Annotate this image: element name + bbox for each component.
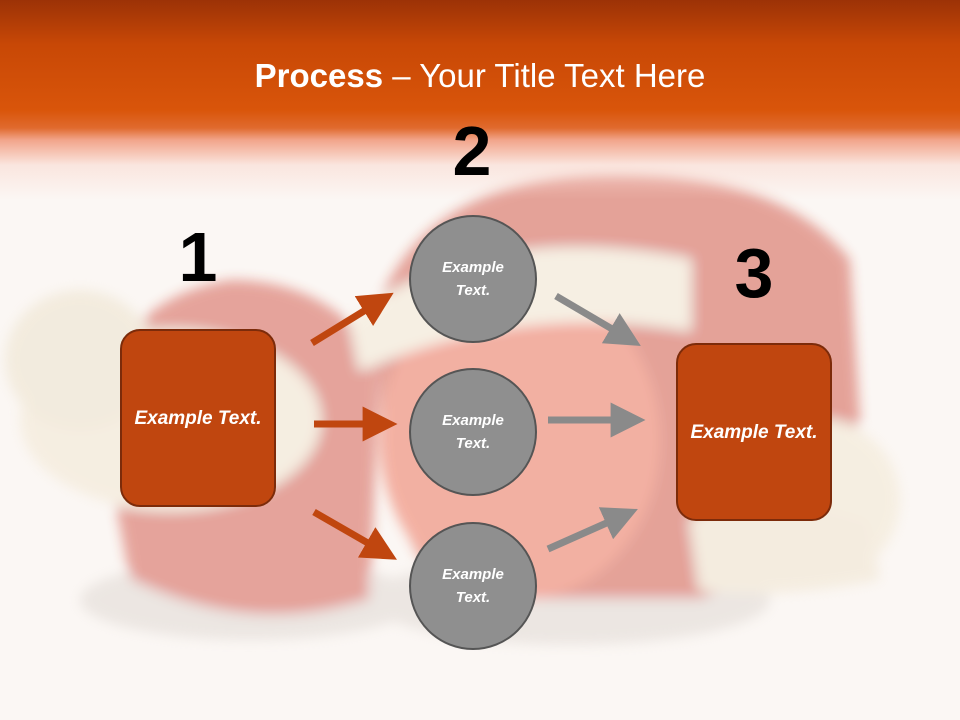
arrow-right-icon	[310, 292, 394, 346]
circle-top-label: Example Text.	[442, 259, 504, 299]
arrow-right-icon	[546, 507, 638, 553]
circle-bottom-label: Example Text.	[442, 566, 504, 606]
arrow-right-icon	[312, 508, 397, 560]
step-3-box: Example Text.	[676, 343, 832, 521]
arrow-right-icon	[554, 292, 641, 346]
step-1-box: Example Text.	[120, 329, 276, 507]
step-2-circle-middle: Example Text.	[409, 368, 537, 496]
slide-title: Process – Your Title Text Here	[0, 56, 960, 96]
step-1-label: Example Text.	[134, 407, 262, 429]
step-number-2: 2	[452, 112, 492, 190]
step-2-circle-top: Example Text.	[409, 215, 537, 343]
step-number-3: 3	[734, 234, 774, 312]
circle-middle-label: Example Text.	[442, 412, 504, 452]
step-2-circle-bottom: Example Text.	[409, 522, 537, 650]
title-bold: Process	[254, 57, 384, 94]
title-rest: – Your Title Text Here	[383, 57, 706, 94]
step-3-label: Example Text.	[690, 421, 818, 443]
header-band	[0, 0, 960, 200]
step-number-1: 1	[178, 218, 218, 296]
